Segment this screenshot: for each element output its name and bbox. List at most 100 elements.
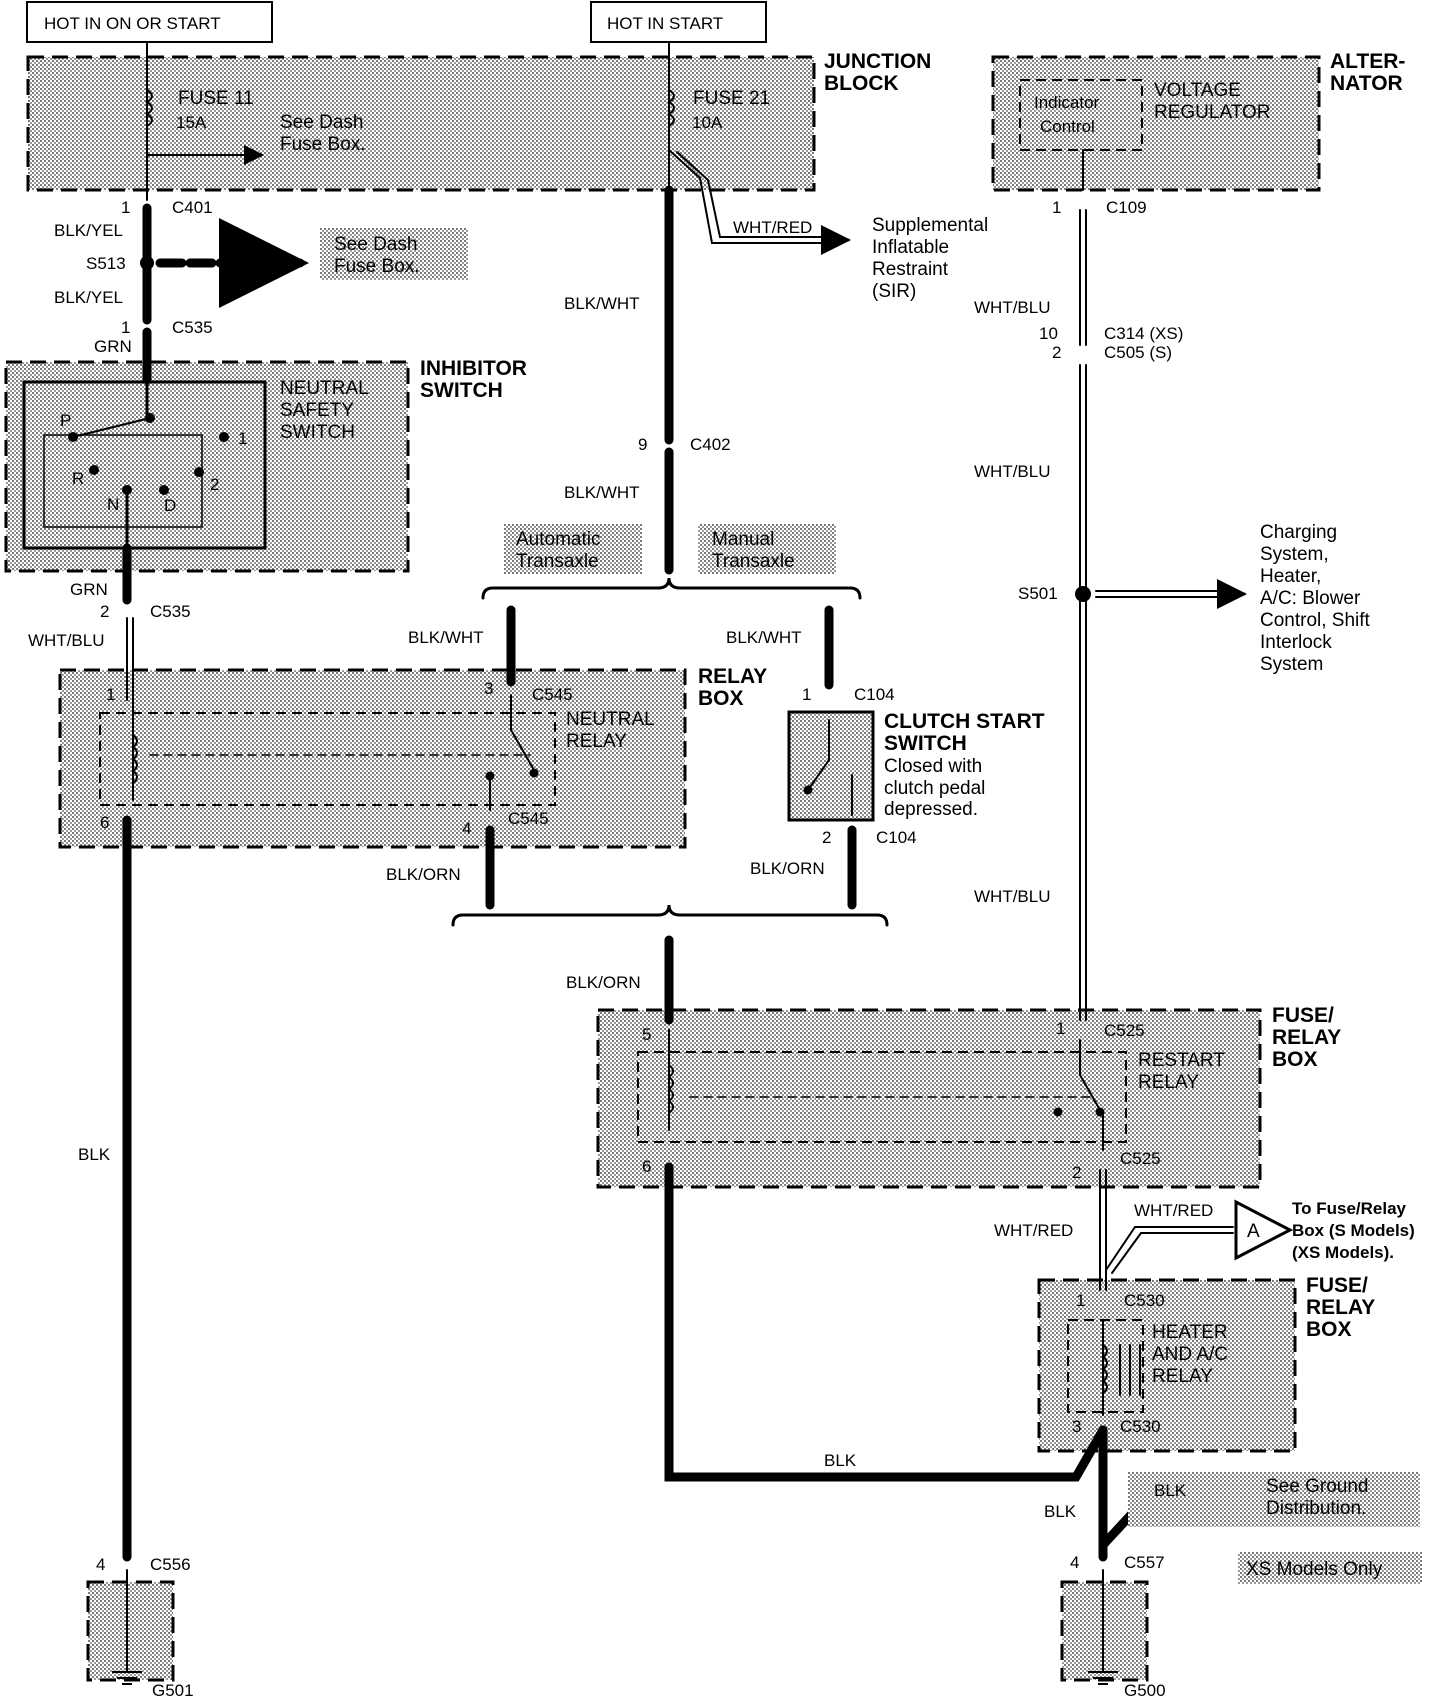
neutral-relay-1: NEUTRAL — [566, 709, 655, 730]
wire-wht-blu-right-2: WHT/BLU — [974, 462, 1051, 481]
inhibitor-switch-title-1: INHIBITOR — [420, 357, 527, 380]
neutral-safety-switch-contacts — [68, 413, 229, 495]
wire-wht-blu-right-3: WHT/BLU — [974, 887, 1051, 906]
restart-relay-inner-box — [637, 1051, 1127, 1143]
inhibitor-switch-box — [4, 360, 410, 573]
pin-restart-5: 5 — [642, 1025, 651, 1044]
clutch-switch-title-2: SWITCH — [884, 732, 967, 755]
fuse11-note-1: See Dash — [280, 112, 363, 133]
connector-c314: C314 (XS) — [1104, 324, 1183, 343]
relay-box-title-1: RELAY — [698, 665, 767, 688]
ground-symbol-g500 — [1088, 1671, 1118, 1685]
clutch-switch-title-1: CLUTCH START — [884, 710, 1045, 733]
splice-s501-dot — [1075, 586, 1091, 602]
junction-block-box — [26, 55, 816, 192]
switch-pos-p: P — [60, 411, 71, 430]
connector-c556: C556 — [150, 1555, 191, 1574]
pin-restart-6: 6 — [642, 1157, 651, 1176]
pin-c535-bottom: 2 — [100, 602, 109, 621]
xs-models-only: XS Models Only — [1246, 1559, 1383, 1580]
fuse-relay-box-1-title-2: RELAY — [1272, 1026, 1341, 1049]
to-fuse-relay-2: Box (S Models) — [1292, 1221, 1415, 1240]
clutch-switch-note-3: depressed. — [884, 799, 978, 820]
ground-g501: G501 — [152, 1681, 194, 1698]
sir-line-3: Restraint — [872, 259, 949, 280]
connector-c535-top: C535 — [172, 318, 213, 337]
ground-g501-box — [86, 1580, 175, 1682]
wire-wht-red-down: WHT/RED — [994, 1221, 1073, 1240]
pin-c402: 9 — [638, 435, 647, 454]
see-dash-fuse-box-note-box — [320, 228, 468, 280]
connector-c535-bottom: C535 — [150, 602, 191, 621]
wire-blk-right: BLK — [1044, 1502, 1077, 1521]
shaded-boxes — [4, 55, 1321, 1682]
heater-ac-relay-inner-box — [1067, 1319, 1144, 1413]
ground-g500-box — [1060, 1580, 1149, 1682]
charging-line-5: Control, Shift — [1260, 610, 1371, 631]
pin-c545-3: 3 — [484, 679, 493, 698]
connector-c557: C557 — [1124, 1553, 1165, 1572]
wire-blk-center: BLK — [824, 1451, 857, 1470]
wire-blk-wht-manual: BLK/WHT — [726, 628, 802, 647]
charging-line-7: System — [1260, 654, 1323, 675]
wire-blk-yel-2: BLK/YEL — [54, 288, 123, 307]
alternator-box — [991, 55, 1321, 192]
pin-c505: 2 — [1052, 343, 1061, 362]
fuse-relay-box-1 — [596, 1008, 1262, 1189]
splice-s513: S513 — [86, 254, 126, 273]
relay-box-title-2: BOX — [698, 687, 744, 710]
pin-c530-3: 3 — [1072, 1417, 1081, 1436]
pin-c535-top: 1 — [121, 318, 130, 337]
fuse-relay-box-1-title-3: BOX — [1272, 1048, 1318, 1071]
neutral-relay-inner-box — [99, 712, 556, 806]
indicator-control-2: Control — [1040, 117, 1095, 136]
pin-c401: 1 — [121, 198, 130, 217]
switch-pos-d: D — [164, 496, 176, 515]
charging-line-2: System, — [1260, 544, 1329, 565]
neutral-safety-switch-1: NEUTRAL — [280, 378, 369, 399]
sir-line-4: (SIR) — [872, 281, 916, 302]
splice-s513-dot — [140, 256, 154, 270]
see-dash-fuse-box-1: See Dash — [334, 234, 417, 255]
connector-c525-top: C525 — [1104, 1021, 1145, 1040]
junction-block-title-2: BLOCK — [824, 72, 899, 95]
pin-c556: 4 — [96, 1555, 105, 1574]
pin-c104-1: 1 — [802, 685, 811, 704]
pin-c109: 1 — [1052, 198, 1061, 217]
to-fuse-relay-marker — [1234, 1199, 1294, 1261]
clutch-switch-note-2: clutch pedal — [884, 778, 985, 799]
connector-c545-bottom: C545 — [508, 809, 549, 828]
fuse11-amp: 15A — [176, 113, 207, 132]
pin-c545-4: 4 — [462, 819, 471, 838]
automatic-transaxle-box — [504, 524, 642, 574]
switch-pos-1: 1 — [238, 429, 247, 448]
inhibitor-switch-title-2: SWITCH — [420, 379, 503, 402]
connector-c530-top: C530 — [1124, 1291, 1165, 1310]
wire-blk-ground: BLK — [1154, 1481, 1187, 1500]
wire-blk-wht-1: BLK/WHT — [564, 294, 640, 313]
pin-c525-1: 1 — [1056, 1019, 1065, 1038]
automatic-transaxle-2: Transaxle — [516, 551, 599, 572]
restart-relay-1: RESTART — [1138, 1050, 1225, 1071]
xs-models-only-box — [1238, 1552, 1422, 1584]
switch-pos-r: R — [72, 469, 84, 488]
see-dash-fuse-box-2: Fuse Box. — [334, 256, 420, 277]
fuse-relay-box-2 — [1037, 1278, 1297, 1453]
fuse-relay-box-2-title-2: RELAY — [1306, 1296, 1375, 1319]
indicator-control-1: Indicator — [1034, 93, 1100, 112]
svg-text:HOT IN ON OR START: HOT IN ON OR START — [44, 14, 221, 33]
switch-pos-2: 2 — [210, 475, 219, 494]
wires — [122, 41, 1247, 1673]
wire-blk-orn-right: BLK/ORN — [750, 859, 825, 878]
pin-relay-6: 6 — [100, 813, 109, 832]
wire-grn-2: GRN — [70, 580, 108, 599]
wire-wht-red-to-a: WHT/RED — [1134, 1201, 1213, 1220]
heater-ac-relay-2: AND A/C — [1152, 1344, 1228, 1365]
voltage-regulator-2: REGULATOR — [1154, 102, 1271, 123]
ground-note-2: Distribution. — [1266, 1498, 1366, 1519]
fuse-relay-box-1-title-1: FUSE/ — [1272, 1004, 1334, 1027]
to-fuse-relay-marker-letter: A — [1247, 1221, 1260, 1242]
fuse-relay-box-2-title-1: FUSE/ — [1306, 1274, 1368, 1297]
connector-c104-bottom: C104 — [876, 828, 917, 847]
